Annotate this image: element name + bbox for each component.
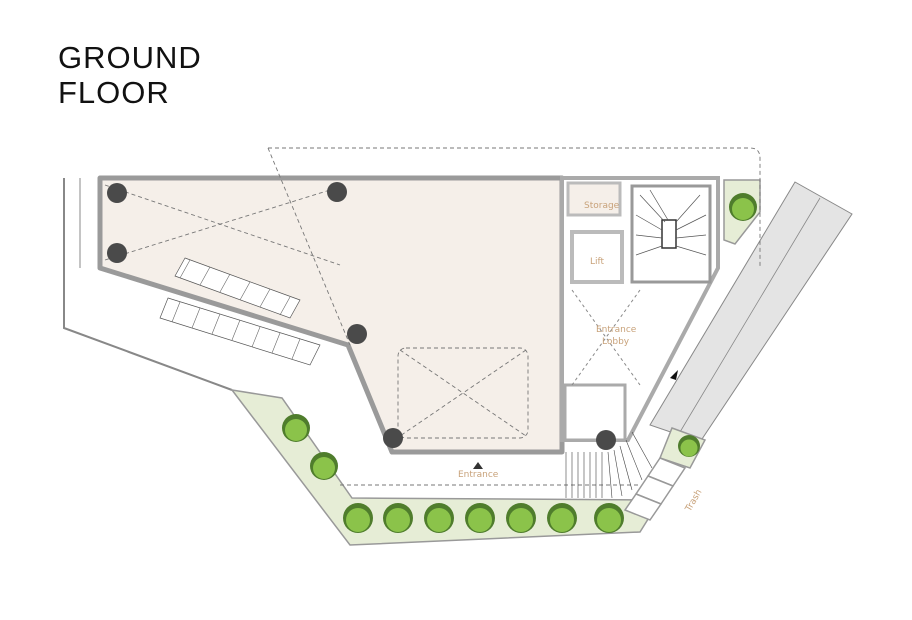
entrance-steps: [565, 431, 653, 499]
column: [347, 324, 367, 344]
stairwell: [630, 184, 712, 284]
tree-icon: [383, 503, 413, 533]
tree-icon: [594, 503, 624, 533]
trash-bins: [623, 457, 687, 521]
label-entrance: Entrance: [458, 470, 499, 480]
tree-icon: [310, 452, 338, 480]
columns: [107, 182, 616, 450]
lift-shaft: [570, 230, 624, 284]
storage-room: [566, 181, 622, 217]
trees: [282, 193, 757, 533]
column: [107, 183, 127, 203]
tree-icon: [465, 503, 495, 533]
label-lift: Lift: [590, 257, 605, 267]
title-line-1: GROUND: [58, 40, 202, 75]
tree-icon: [343, 503, 373, 533]
column: [596, 430, 616, 450]
label-storage: Storage: [584, 201, 620, 211]
tree-icon: [547, 503, 577, 533]
internal-stairs: [159, 257, 321, 366]
column: [383, 428, 403, 448]
entrance-arrow-icon: [473, 462, 483, 469]
title-line-2: FLOOR: [58, 75, 170, 110]
label-lobby-line1: Entrance: [596, 325, 637, 335]
tree-icon: [729, 193, 757, 221]
tree-icon: [424, 503, 454, 533]
label-trash: Trash: [683, 488, 704, 514]
column: [327, 182, 347, 202]
page-title: GROUND FLOOR: [58, 40, 202, 110]
tree-icon: [506, 503, 536, 533]
column: [107, 243, 127, 263]
site-boundary-left: [63, 178, 233, 391]
label-lobby-line2: Lobby: [602, 337, 630, 347]
restroom: [563, 383, 627, 442]
dashed-outlines: [104, 147, 761, 486]
lobby-entry-arrow-icon: [670, 370, 678, 380]
tree-icon: [678, 435, 700, 457]
tree-icon: [282, 414, 310, 442]
